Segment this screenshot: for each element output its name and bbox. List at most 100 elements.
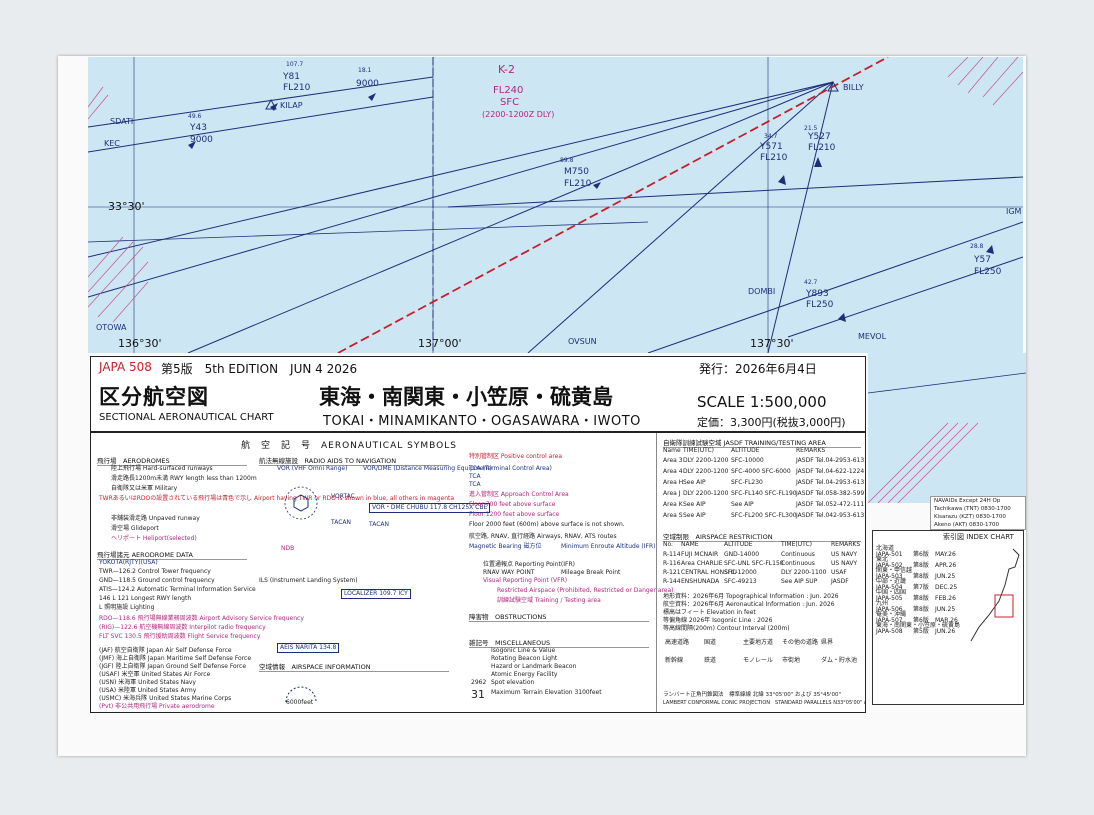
index-title: 索引図 INDEX CHART [943,533,1014,541]
fix-dombi[interactable]: DOMBI [748,287,776,296]
topo-item: 国道 [704,639,717,646]
as-13: RNAV WAY POINT [483,569,535,576]
index-edition: 第8版 [913,562,929,569]
compass-rose-icon [284,486,318,520]
testing-cell: SFC-FL230 [731,479,763,486]
navaid-5: TACAN [369,521,389,528]
route-m750-alt: FL210 [564,179,592,189]
fix-mevol[interactable]: MEVOL [858,332,887,341]
as-11: Minimum Enroute Altitude (IFR) [561,543,656,550]
navaid-2: VOR/DME (Distance Measuring Equipment) [363,465,492,472]
as-15: Visual Reporting Point (VFR) [483,577,568,584]
aero-4: TWRあるいはRDOの設置されている飛行場は青色で示し Airport havi… [99,495,455,502]
as-7: Floor 1200 feet above surface [469,511,560,518]
fix-billy[interactable]: BILLY [843,83,864,92]
navaid-hours-1: Tachikawa (TNT) 0830-1700 [934,506,1011,512]
route-y57: Y57 [974,255,991,265]
side-map[interactable]: NAVAIDs Except 24H Op [868,353,1026,503]
fix-otowa[interactable]: OTOWA [96,323,127,332]
testing-cell: DLY 2200-1200 [683,457,729,464]
route-y57-alt: FL250 [974,267,1002,277]
fix-kilap[interactable]: KILAP [280,101,303,110]
fix-kec[interactable]: KEC [104,139,120,148]
misc-6: Maximum Terrain Elevation 3100feet [491,689,602,696]
restriction-cell: Continuous [781,551,815,558]
area-hours: (2200-1200Z DLY) [482,110,555,119]
restriction-cell: USAF [831,569,847,576]
index-region: 中国・四国 [876,589,907,596]
lon-label-3: 137°30' [750,337,794,350]
navaids-heading: 航法無線施設 RADIO AIDS TO NAVIGATION [259,455,449,466]
index-edition: 第6版 [913,551,929,558]
testing-cell: Area K [663,501,683,508]
topo-item: モノレール [743,657,774,664]
info-1: 地形資料：2026年6月 Topographical Information :… [663,593,839,600]
testing-cell: DLY 2200-1200 [683,490,729,497]
fix-sdati[interactable]: SDATI [110,117,134,126]
as-6: Floor 700 feet above surface [469,501,556,508]
route-y43-alt: 9000 [190,135,213,145]
bearing-5: 34.7 [764,133,778,140]
as-16: Restricted Airspace (Prohibited, Restric… [497,587,674,594]
restriction-cell: US NAVY [831,560,858,567]
restriction-cell: SFC-UNL SFC-FL150 [724,560,784,567]
testing-cell: See AIP [683,512,706,519]
side-map-lines [868,372,1026,503]
testing-cell: See AIP [731,501,754,508]
index-chart-number: JAPA-504 [876,584,903,591]
route-y81: Y81 [283,72,300,82]
testing-cell: JASDF Tel.04-622-1224 [796,468,865,475]
adata-8: (RIG)—122.6 航空機無線周波数 Interpilot radio fr… [99,624,266,631]
testing-cell: Area H [663,479,684,486]
testing-col-3: ALTITUDE [731,447,760,454]
as-14: Mileage Break Point [561,569,621,576]
lat-label: 33°30' [108,200,145,213]
topo-item: その他の道路 [782,639,819,646]
altitude-arc-icon [285,686,317,703]
route-y43: Y43 [190,123,207,133]
adata-7: RDO—118.6 飛行場無線業務周波数 Airport Advisory Se… [99,615,304,622]
info-2: 航空資料：2026年6月 Aeronautical Information : … [663,601,835,608]
testing-cell: JASDF Tel.052-472-1111 [796,501,866,508]
index-chart-number: JAPA-505 [876,595,903,602]
airspace-heading: 空域情報 AIRSPACE INFORMATION [259,661,449,672]
index-chart-number: JAPA-503 [876,573,903,580]
misc-1: Isogonic Line & Value [491,647,556,654]
user-4: (USAF) 米空軍 United States Air Force [99,671,211,678]
topo-item: 高速道路 [665,639,690,646]
area-label: K-2 [498,63,516,76]
index-region: 関東・甲信越 [876,567,913,574]
aero-3: 自衛隊又は米軍 Military [111,485,178,492]
route-y527: Y527 [808,132,831,142]
navaid-hours-3: Akeno (AKT) 0830-1700 [934,522,1000,528]
topo-item: 市街地 [782,657,801,664]
bearing-7: 28.8 [970,243,984,250]
as-1: 特別管制区 Positive control area [469,453,563,460]
restriction-cell: ENSHUNADA [681,578,720,585]
fix-igm[interactable]: IGM [1006,207,1022,216]
adata-2: TWR—126.2 Control Tower frequency [99,568,211,575]
index-date: FEB.26 [935,595,956,602]
user-8: (Pvt) 非公共用飛行場 Private aerodrome [99,703,215,710]
index-region: 東海・南関東・小笠原・硫黄島 [876,622,961,629]
index-date: JUN.26 [935,628,956,635]
misc-2: Rotating Beacon Light [491,655,558,662]
adata-4: ATIS—124.2 Automatic Terminal Informatio… [99,586,256,593]
testing-cell: JASDF Tel.04-2953-6131 [796,479,866,486]
map-area[interactable]: K-2 FL240 SFC (2200-1200Z DLY) KILAP BIL… [88,57,1023,353]
index-date: MAR.26 [935,617,958,624]
index-edition: 第5版 [913,628,929,635]
testing-col-4: REMARKS [796,447,826,454]
index-date: DEC.25 [935,584,958,591]
testing-cell: See AIP [683,501,706,508]
fix-ovsun[interactable]: OVSUN [568,337,597,346]
as-2: TCA (Terminal Control Area) [469,465,552,472]
index-edition: 第8版 [913,595,929,602]
navaid-box: VOR・DME CHUBU 117.8 CH125X CBE [369,503,491,513]
index-edition: 第6版 [913,617,929,624]
navaid-hours-2: Kisarazu (KZT) 0830-1700 [934,514,1006,520]
bearing-8: 42.7 [804,279,818,286]
region-jp: 東海・南関東・小笠原・硫黄島 [319,385,613,409]
misc-3: Hazard or Landmark Beacon [491,663,577,670]
